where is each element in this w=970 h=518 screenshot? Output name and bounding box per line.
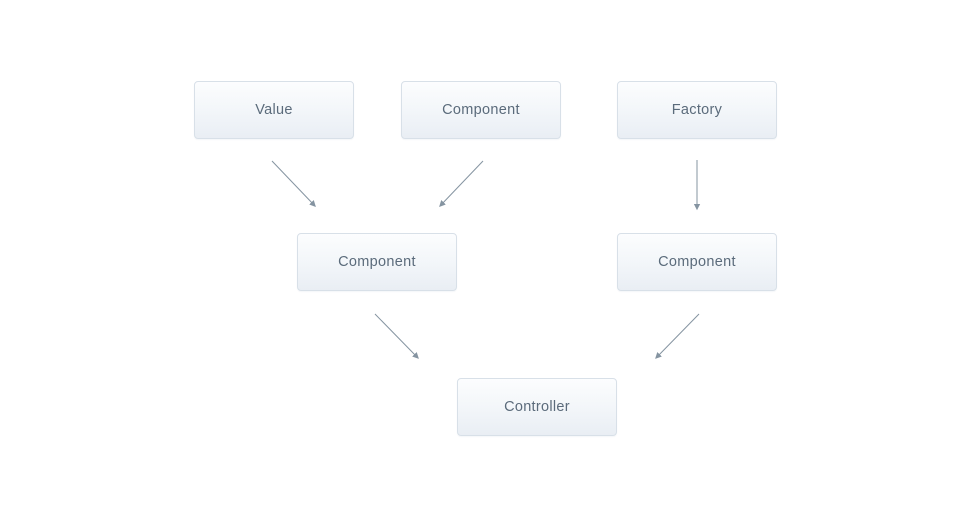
node-component-mid-right-label: Component — [658, 254, 736, 270]
edge-value-to-component-left — [271, 160, 316, 207]
node-component-mid-left-label: Component — [338, 254, 416, 270]
edge-component-left-to-controller — [374, 313, 419, 359]
node-component-top-label: Component — [442, 102, 520, 118]
node-component-mid-left: Component — [297, 233, 457, 291]
node-value-label: Value — [255, 102, 293, 118]
node-value: Value — [194, 81, 354, 139]
node-component-mid-right: Component — [617, 233, 777, 291]
node-controller: Controller — [457, 378, 617, 436]
node-controller-label: Controller — [504, 399, 570, 415]
node-factory: Factory — [617, 81, 777, 139]
node-component-top: Component — [401, 81, 561, 139]
edge-component-top-to-component-left — [439, 160, 484, 207]
edge-component-right-to-controller — [655, 313, 700, 359]
node-factory-label: Factory — [671, 102, 723, 118]
